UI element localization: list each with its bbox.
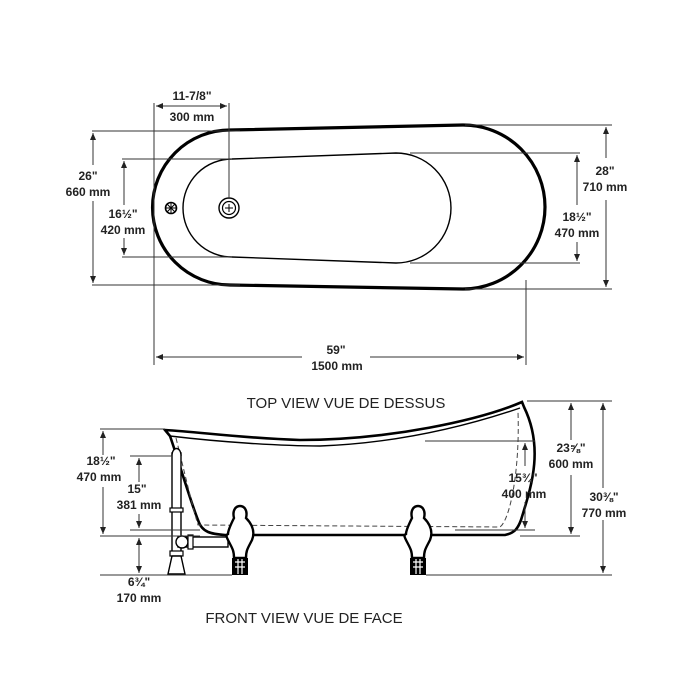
tub-body xyxy=(162,400,536,537)
top-view-title: TOP VIEW VUE DE DESSUS xyxy=(247,395,446,412)
inner-width-left-metric: 420 mm xyxy=(101,223,146,237)
overflow-icon xyxy=(164,201,178,215)
inner-width-right-imperial: 18½" xyxy=(562,210,591,224)
interior-depth-imperial: 15¾" xyxy=(508,471,537,485)
right-depth-imperial: 23⅝" xyxy=(556,441,585,455)
tub-inner-basin xyxy=(182,152,452,264)
left-claw-foot-icon xyxy=(225,504,255,575)
outer-width-left-metric: 660 mm xyxy=(66,185,111,199)
drain-offset-metric: 300 mm xyxy=(170,110,215,124)
left-rim-height-metric: 470 mm xyxy=(77,470,122,484)
tub-outer-rim xyxy=(150,123,547,291)
outer-width-left-imperial: 26" xyxy=(78,169,97,183)
foot-height-metric: 170 mm xyxy=(117,591,162,605)
front-view-title: FRONT VIEW VUE DE FACE xyxy=(205,610,402,627)
interior-depth-metric: 400 mm xyxy=(502,487,547,501)
inner-width-right-metric: 470 mm xyxy=(555,226,600,240)
total-height-imperial: 30⅜" xyxy=(589,490,618,504)
right-claw-foot-icon xyxy=(403,504,433,575)
foot-height-imperial: 6¾" xyxy=(128,575,150,589)
length-imperial: 59" xyxy=(326,343,345,357)
outer-width-right-imperial: 28" xyxy=(595,164,614,178)
drain-offset-imperial: 11-7/8" xyxy=(172,89,211,103)
right-depth-metric: 600 mm xyxy=(549,457,594,471)
left-rim-height-imperial: 18½" xyxy=(86,454,115,468)
outer-width-right-metric: 710 mm xyxy=(583,180,628,194)
length-metric: 1500 mm xyxy=(311,359,362,373)
top-view: 11-7/8" 300 mm 26" 660 mm 16½" 420 mm 28… xyxy=(66,89,628,412)
faucet-height-metric: 381 mm xyxy=(117,498,162,512)
drain-icon xyxy=(218,197,240,219)
front-view: 18½" 470 mm 15" 381 mm 6¾" 170 mm 15¾" 4… xyxy=(77,400,627,627)
faucet-height-imperial: 15" xyxy=(127,482,146,496)
faucet-drain-assembly-icon xyxy=(167,447,229,575)
tub-interior-outline xyxy=(175,411,519,528)
inner-width-left-imperial: 16½" xyxy=(108,207,137,221)
total-height-metric: 770 mm xyxy=(582,506,627,520)
